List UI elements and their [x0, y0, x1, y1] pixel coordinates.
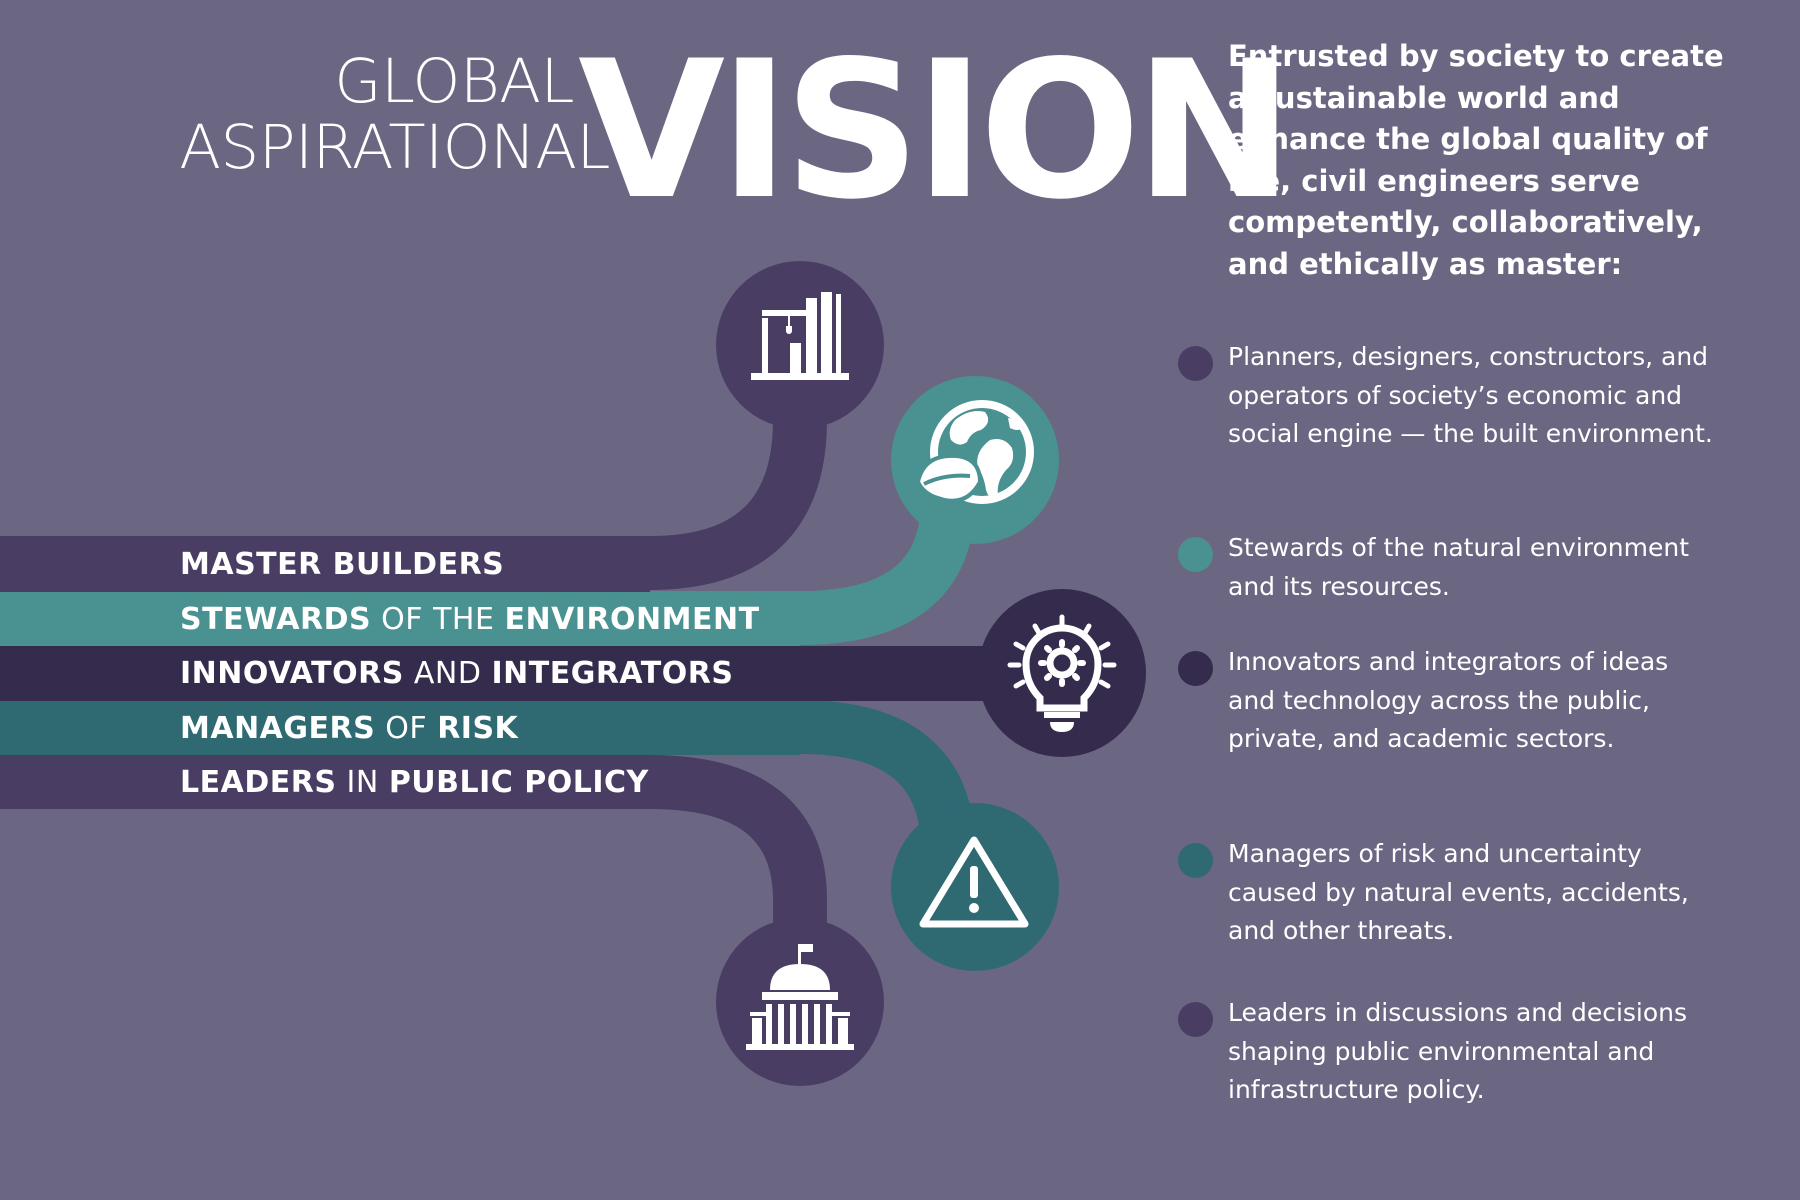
band-label-part: OF THE: [371, 602, 505, 637]
title-line-global: GLOBAL: [334, 46, 574, 117]
master-builders-curve: [0, 345, 827, 590]
band-label-part: LEADERS: [180, 765, 337, 800]
bullet-dot: [1178, 346, 1213, 381]
band-stewards: [0, 592, 800, 646]
bullet-text: Stewards of the natural environment and …: [1228, 533, 1690, 601]
band-label-part: STEWARDS: [180, 602, 372, 637]
intro-paragraph: Entrusted by society to create a sustain…: [1228, 39, 1724, 281]
band-label-leaders: LEADERS IN PUBLIC POLICY: [180, 755, 649, 810]
band-leaders: [0, 755, 650, 809]
leaders-curve: [0, 755, 827, 1000]
crane-building-icon: [751, 292, 849, 380]
band-label-innovators: INNOVATORS AND INTEGRATORS: [180, 646, 733, 701]
band-label-part: OF: [375, 711, 438, 746]
bullet-text: Innovators and integrators of ideas and …: [1228, 647, 1669, 754]
bullet-dot: [1178, 651, 1213, 686]
band-label-part: IN: [336, 765, 389, 800]
warning-triangle-icon: [919, 836, 1029, 928]
capitol-circle: [716, 918, 884, 1086]
bullet-text: Leaders in discussions and decisions sha…: [1228, 998, 1688, 1105]
band-label-managers: MANAGERS OF RISK: [180, 701, 518, 756]
band-managers: [0, 701, 800, 755]
band-label-part: AND: [403, 656, 492, 691]
title-vision: VISION: [578, 20, 1294, 241]
band-master-builders: [0, 537, 650, 592]
band-label-part: ENVIRONMENT: [504, 602, 760, 637]
band-label-part: PUBLIC POLICY: [388, 765, 649, 800]
band-label-part: INNOVATORS: [180, 656, 404, 691]
band-innovators: [0, 646, 1060, 701]
band-label-stewards: STEWARDS OF THE ENVIRONMENT: [180, 592, 760, 647]
bullet-text: Managers of risk and uncertainty caused …: [1228, 839, 1689, 946]
band-label-master-builders: MASTER BUILDERS: [180, 537, 504, 592]
globe-leaf-icon: [915, 400, 1034, 504]
bullet-text: Planners, designers, constructors, and o…: [1228, 342, 1713, 449]
bullet-dot: [1178, 843, 1213, 878]
bullet-dot: [1178, 537, 1213, 572]
band-label-part: RISK: [437, 711, 519, 746]
band-label-part: INTEGRATORS: [491, 656, 734, 691]
bullet-dot: [1178, 1002, 1213, 1037]
lightbulb-gear-icon: [1007, 614, 1117, 732]
capitol-building-icon: [746, 944, 854, 1050]
title-line-aspirational: ASPIRATIONAL: [179, 112, 610, 183]
band-label-part: MASTER BUILDERS: [180, 547, 505, 582]
band-label-part: MANAGERS: [180, 711, 376, 746]
